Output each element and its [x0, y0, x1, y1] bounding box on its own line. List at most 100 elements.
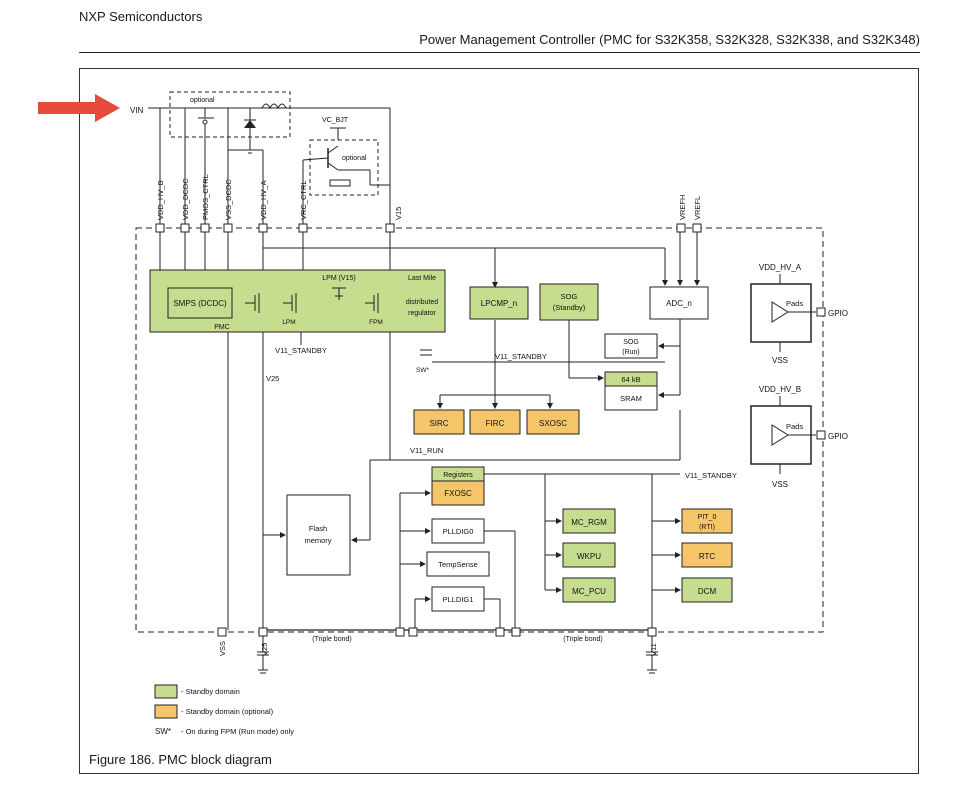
flash-line2: memory: [304, 536, 331, 545]
figure-caption: Figure 186. PMC block diagram: [89, 752, 272, 767]
pads-a-buffer-icon: [771, 301, 789, 323]
pads-b-vss-label: VSS: [772, 480, 788, 489]
pin-vss-dcdc: VSS_DCDC: [224, 179, 233, 220]
pads-a-supply-label: VDD_HV_A: [759, 263, 802, 272]
mc-pcu-label: MC_PCU: [572, 587, 606, 596]
sog-standby-line1: SOG: [561, 292, 578, 301]
flash-line1: Flash: [309, 524, 327, 533]
figure-frame: [79, 68, 919, 774]
sirc-label: SIRC: [429, 419, 448, 428]
optional-box: [169, 91, 291, 138]
pin-pmos-ctrl: PMOS_CTRL: [201, 174, 210, 220]
vin-label: VIN: [130, 106, 144, 115]
pin-v11-bottom: V11: [649, 643, 658, 656]
pads-b-buffer-icon: [771, 424, 789, 446]
sram-64kb-label: 64 kB: [621, 375, 640, 384]
fpm-label: FPM: [369, 319, 383, 326]
mc-rgm-box: [562, 508, 616, 534]
sxosc-label: SXOSC: [539, 419, 567, 428]
pin-vdd-dcdc: VDD_DCDC: [181, 178, 190, 220]
tempsense-label: TempSense: [438, 560, 478, 569]
pmc-label: PMC: [214, 324, 230, 331]
rtc-box: [681, 542, 733, 568]
fxosc-box: [431, 480, 485, 506]
header-company: NXP Semiconductors: [79, 9, 203, 24]
pads-b-gpio-label: GPIO: [828, 432, 848, 441]
sog-standby-line2: (Standby): [553, 303, 586, 312]
dcm-box: [681, 577, 733, 603]
smps-box: [167, 287, 233, 319]
fxosc-label: FXOSC: [444, 489, 472, 498]
bjt-optional-box: [309, 139, 379, 196]
bottom-pin-pads: [217, 627, 657, 637]
legend-standby-optional-swatch: [154, 704, 178, 719]
pin-vdd-hv-a: VDD_HV_A: [259, 180, 268, 220]
header-rule: [79, 52, 920, 53]
legend-sw-text: - On during FPM (Run mode) only: [181, 727, 294, 736]
legend-sw-key: SW*: [155, 727, 171, 736]
rtc-label: RTC: [699, 552, 716, 561]
last-mile-line1: Last Mile: [408, 275, 436, 282]
ground-icons: [257, 636, 658, 674]
legend-standby: - Standby domain: [181, 687, 240, 696]
last-mile-line2: distributed: [406, 299, 438, 306]
pit-box: [681, 508, 733, 534]
sog-run-line1: SOG: [623, 339, 639, 346]
flash-box: [286, 494, 351, 576]
pin-v15: V15: [394, 207, 403, 220]
vc-bjt-label: VC_BJT: [322, 117, 349, 124]
header-doc-title: Power Management Controller (PMC for S32…: [419, 32, 920, 47]
sog-run-box: [604, 333, 658, 359]
last-mile-line3: regulator: [408, 310, 436, 317]
pin-vdd-hv-b: VDD_HV_B: [156, 180, 165, 220]
lpcmp-label: LPCMP_n: [481, 299, 517, 308]
triple-bond-1: (Triple bond): [312, 636, 351, 643]
mc-rgm-label: MC_RGM: [571, 518, 607, 527]
sog-run-line2: (Run): [622, 349, 640, 356]
lpm-v15-label: LPM (V15): [322, 275, 355, 282]
lpcmp-box: [469, 286, 529, 320]
pin-vss-bottom: VSS: [218, 641, 227, 656]
pads-a-gpio-pin: [816, 307, 826, 317]
sog-standby-box: [539, 283, 599, 321]
plldig1-label: PLLDIG1: [443, 595, 474, 604]
pads-a-box: [750, 283, 812, 343]
v11-standby-label-2: V11_STANDBY: [495, 352, 547, 361]
sw-label: SW*: [416, 367, 429, 374]
smps-label: SMPS (DCDC): [173, 299, 227, 308]
pads-a-vss-label: VSS: [772, 356, 788, 365]
pads-a-label: Pads: [786, 299, 803, 308]
wkpu-label: WKPU: [577, 552, 601, 561]
firc-box: [469, 409, 521, 435]
optional-label: optional: [190, 97, 215, 104]
legend-standby-swatch: [154, 684, 178, 699]
chip-boundary: [135, 227, 824, 633]
plldig1-box: [431, 586, 485, 612]
sirc-box: [413, 409, 465, 435]
sram-label: SRAM: [620, 394, 642, 403]
firc-label: FIRC: [486, 419, 505, 428]
pin-vrc-ctrl: VRC_CTRL: [299, 180, 308, 220]
pads-b-label: Pads: [786, 422, 803, 431]
v11-standby-label-3: V11_STANDBY: [685, 471, 737, 480]
pmc-transistors: [245, 287, 379, 313]
sram-box: [604, 385, 658, 411]
wkpu-box: [562, 542, 616, 568]
top-pin-pads: [155, 223, 702, 233]
v11-standby-label-1: V11_STANDBY: [275, 346, 327, 355]
v25-label: V25: [266, 374, 279, 383]
diode-icon: [244, 120, 256, 128]
sxosc-box: [526, 409, 580, 435]
mc-pcu-box: [562, 577, 616, 603]
pit-line1: PIT_0: [698, 514, 717, 521]
v11-run-label: V11_RUN: [410, 446, 443, 455]
pads-a-gpio-label: GPIO: [828, 309, 848, 318]
pads-b-supply-label: VDD_HV_B: [759, 385, 801, 394]
triple-bond-2: (Triple bond): [563, 636, 602, 643]
dcm-label: DCM: [698, 587, 717, 596]
registers-label: Registers: [443, 472, 473, 479]
legend-standby-optional: - Standby domain (optional): [181, 707, 274, 716]
tempsense-box: [426, 551, 490, 577]
adc-label: ADC_n: [666, 299, 692, 308]
